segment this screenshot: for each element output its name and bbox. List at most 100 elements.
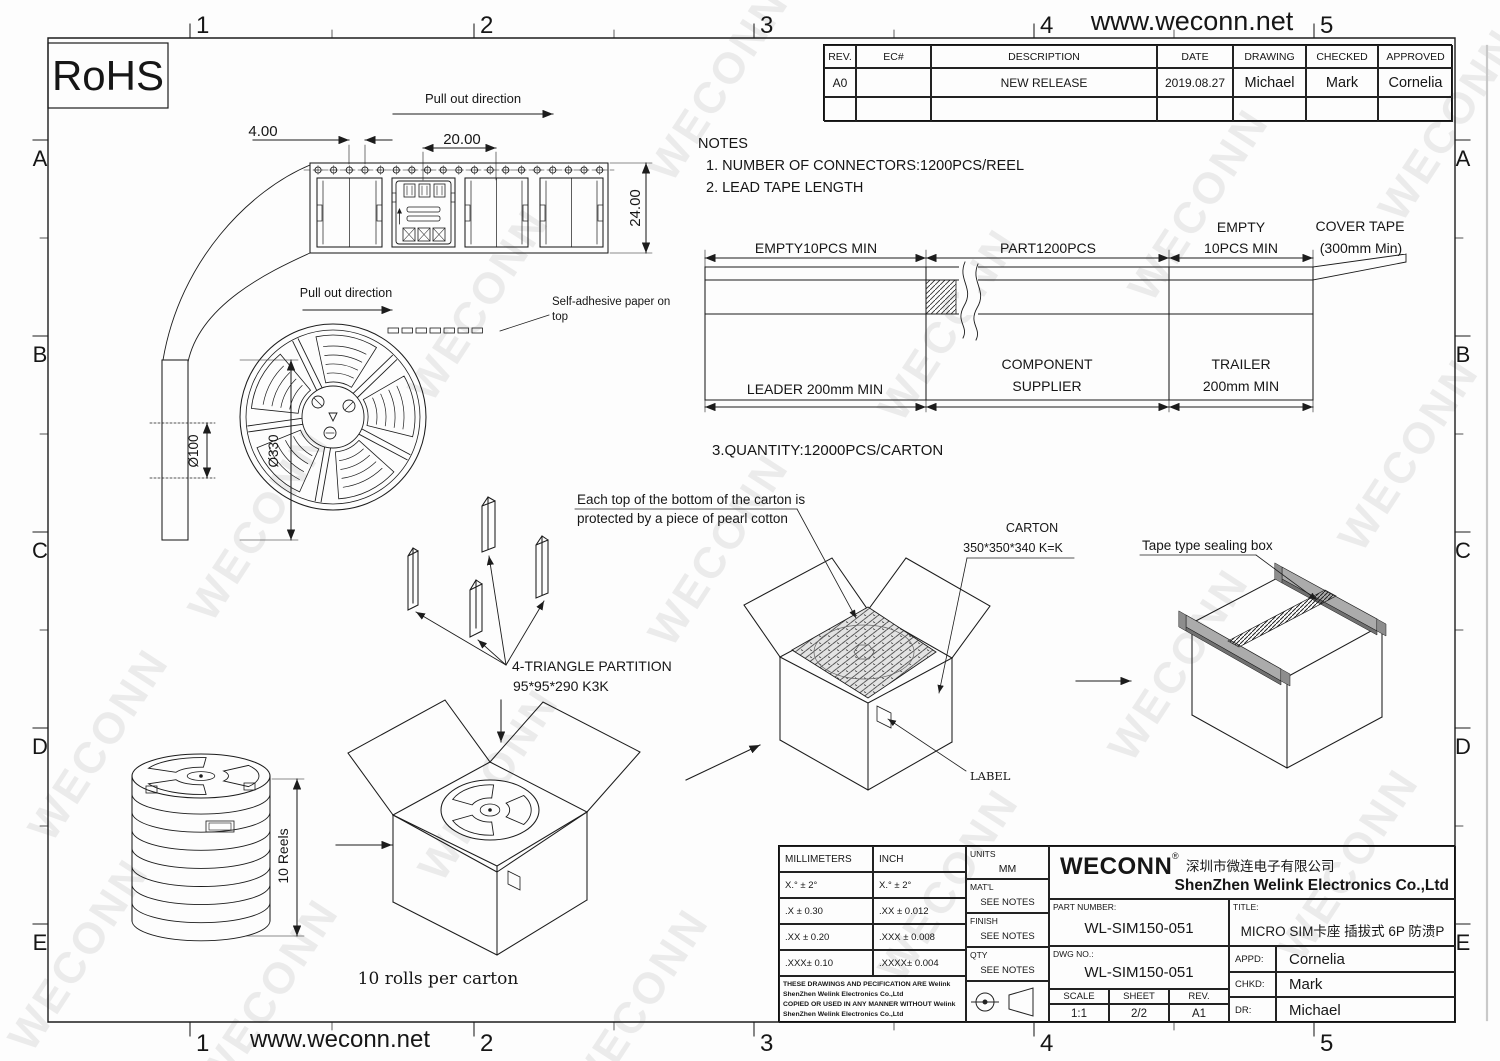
- tol-row3-inch: .XXX ± 0.008: [873, 924, 966, 950]
- sealed-carton: [1139, 554, 1387, 769]
- zone-letter-left-d: D: [32, 734, 48, 759]
- rev-value-approved: Cornelia: [1378, 68, 1453, 97]
- units-value: MM: [998, 863, 1017, 875]
- rev-value-drawing: Michael: [1233, 68, 1306, 97]
- tol-header-mm: MILLIMETERS: [779, 846, 873, 872]
- rev-header-checked: CHECKED: [1306, 45, 1378, 68]
- notes-title: NOTES: [698, 136, 748, 152]
- finish-label: FINISH: [970, 916, 998, 926]
- rev-empty-cell: [931, 97, 1157, 122]
- tol-row2-mm: .X ± 0.30: [779, 898, 873, 924]
- carton-label-1: CARTON: [1006, 521, 1058, 535]
- tape-cover-1: COVER TAPE: [1316, 218, 1405, 234]
- part-number-label: PART NUMBER:: [1053, 902, 1117, 912]
- rev-value: A1: [1169, 1004, 1229, 1023]
- qty-cell: QTY SEE NOTES: [966, 947, 1049, 981]
- company-name: ShenZhen Welink Electronics Co.,Ltd: [1174, 877, 1449, 894]
- drawing-texts: 1 2 3 4 5 1 2 3 4 5 A B C D E A B C D E …: [32, 6, 1471, 1057]
- rev-header-approved: APPROVED: [1378, 45, 1453, 68]
- qty-value: SEE NOTES: [980, 965, 1035, 976]
- tape-empty-left: EMPTY10PCS MIN: [755, 240, 877, 256]
- adhesive-label-2: top: [552, 311, 568, 323]
- units-label: UNITS: [970, 849, 996, 859]
- zone-letter-right-a: A: [1456, 146, 1471, 171]
- tol-row1-mm: X.° ± 2°: [779, 872, 873, 898]
- qty-label: QTY: [970, 950, 988, 960]
- scale-value: 1:1: [1049, 1004, 1109, 1023]
- stacked-reels: [131, 753, 393, 937]
- rolls-caption: 10 rolls per carton: [358, 969, 519, 989]
- tol-header-inch: INCH: [873, 846, 966, 872]
- dr-value: Michael: [1276, 997, 1456, 1023]
- sealing-label: Tape type sealing box: [1142, 538, 1273, 553]
- rev-header-drawing: DRAWING: [1233, 45, 1306, 68]
- rev-header-ec: EC#: [856, 45, 931, 68]
- partition-label-1: 4-TRIANGLE PARTITION: [512, 658, 672, 674]
- rev-value-date: 2019.08.27: [1157, 68, 1233, 97]
- zone-number-bottom-5: 5: [1320, 1030, 1333, 1057]
- url-bottom: www.weconn.net: [249, 1026, 430, 1053]
- tape-empty-right-2: 10PCS MIN: [1204, 240, 1278, 256]
- title-value: MICRO SIM卡座 插拔式 6P 防溃P: [1240, 924, 1445, 939]
- rev-empty-cell: [1233, 97, 1306, 122]
- finish-cell: FINISH SEE NOTES: [966, 913, 1049, 947]
- reel-front-view: [239, 305, 550, 511]
- dwg-no-value: WL-SIM150-051: [1084, 964, 1194, 981]
- strip-dim-pocket: 20.00: [443, 131, 481, 148]
- pearl-note-1: Each top of the bottom of the carton is: [577, 492, 805, 507]
- url-top: www.weconn.net: [1090, 6, 1294, 36]
- dr-label: DR:: [1229, 997, 1276, 1023]
- notes-item-3: 3.QUANTITY:12000PCS/CARTON: [712, 442, 943, 459]
- projection-cell: [966, 981, 1049, 1023]
- zone-letter-right-d: D: [1455, 734, 1471, 759]
- scale-label: SCALE: [1049, 989, 1109, 1004]
- rev-value-ec: [856, 68, 931, 97]
- tape-trailer-1: TRAILER: [1211, 356, 1270, 372]
- zone-number-bottom-1: 1: [196, 1030, 209, 1057]
- dwg-no-label: DWG NO.:: [1053, 949, 1094, 959]
- triangle-partitions: [407, 496, 549, 743]
- chkd-value: Mark: [1276, 972, 1456, 997]
- reel-dia-inner: Ø100: [186, 434, 201, 467]
- tape-component-1: COMPONENT: [1002, 356, 1093, 372]
- tape-cover-2: (300mm Min): [1320, 240, 1402, 256]
- rolls-carton: [347, 699, 641, 956]
- pearl-note-2: protected by a piece of pearl cotton: [577, 511, 788, 526]
- zone-number-top-5: 5: [1320, 12, 1333, 39]
- zone-letter-right-e: E: [1456, 930, 1471, 955]
- zone-number-bottom-4: 4: [1040, 1030, 1053, 1057]
- zone-letter-left-a: A: [33, 146, 48, 171]
- brand-chinese: 深圳市微连电子有限公司: [1186, 859, 1335, 874]
- zone-number-top-2: 2: [480, 12, 493, 39]
- zone-letter-right-b: B: [1456, 342, 1471, 367]
- zone-letter-left-e: E: [33, 930, 48, 955]
- tape-length-diagram: [704, 249, 1407, 413]
- rev-value-description: NEW RELEASE: [931, 68, 1157, 97]
- rev-header-rev: REV.: [824, 45, 856, 68]
- zone-number-bottom-2: 2: [480, 1030, 493, 1057]
- appd-label: APPD:: [1229, 946, 1276, 972]
- strip-pull-out-label: Pull out direction: [425, 91, 521, 106]
- sheet-label: SHEET: [1109, 989, 1169, 1004]
- brand-logo: WECONN: [1060, 853, 1173, 880]
- tape-break-symbol: [959, 261, 982, 341]
- matl-label: MAT'L: [970, 882, 994, 892]
- matl-value: SEE NOTES: [980, 897, 1035, 908]
- sheet-frame: [32, 23, 1489, 1037]
- carton-label-2: 350*350*340 K=K: [963, 541, 1063, 555]
- rohs-box: [47, 42, 169, 109]
- dwg-no-cell: DWG NO.: WL-SIM150-051: [1049, 946, 1229, 989]
- tol-row1-inch: X.° ± 2°: [873, 872, 966, 898]
- rev-value-checked: Mark: [1306, 68, 1378, 97]
- revision-table: REV. EC# DESCRIPTION DATE DRAWING CHECKE…: [823, 44, 1453, 122]
- rohs-label: RoHS: [52, 52, 164, 99]
- notes-item-2: 2. LEAD TAPE LENGTH: [706, 180, 863, 196]
- notes-item-1: 1. NUMBER OF CONNECTORS:1200PCS/REEL: [706, 158, 1024, 174]
- carrier-tape-strip: [162, 109, 653, 363]
- partition-label-2: 95*95*290 K3K: [513, 678, 609, 694]
- logo-cell: WECONN ® 深圳市微连电子有限公司 ShenZhen Welink Ele…: [1049, 846, 1456, 899]
- zone-number-top-3: 3: [760, 12, 773, 39]
- zone-letter-left-b: B: [33, 342, 48, 367]
- projection-symbol-icon: [971, 987, 1034, 1017]
